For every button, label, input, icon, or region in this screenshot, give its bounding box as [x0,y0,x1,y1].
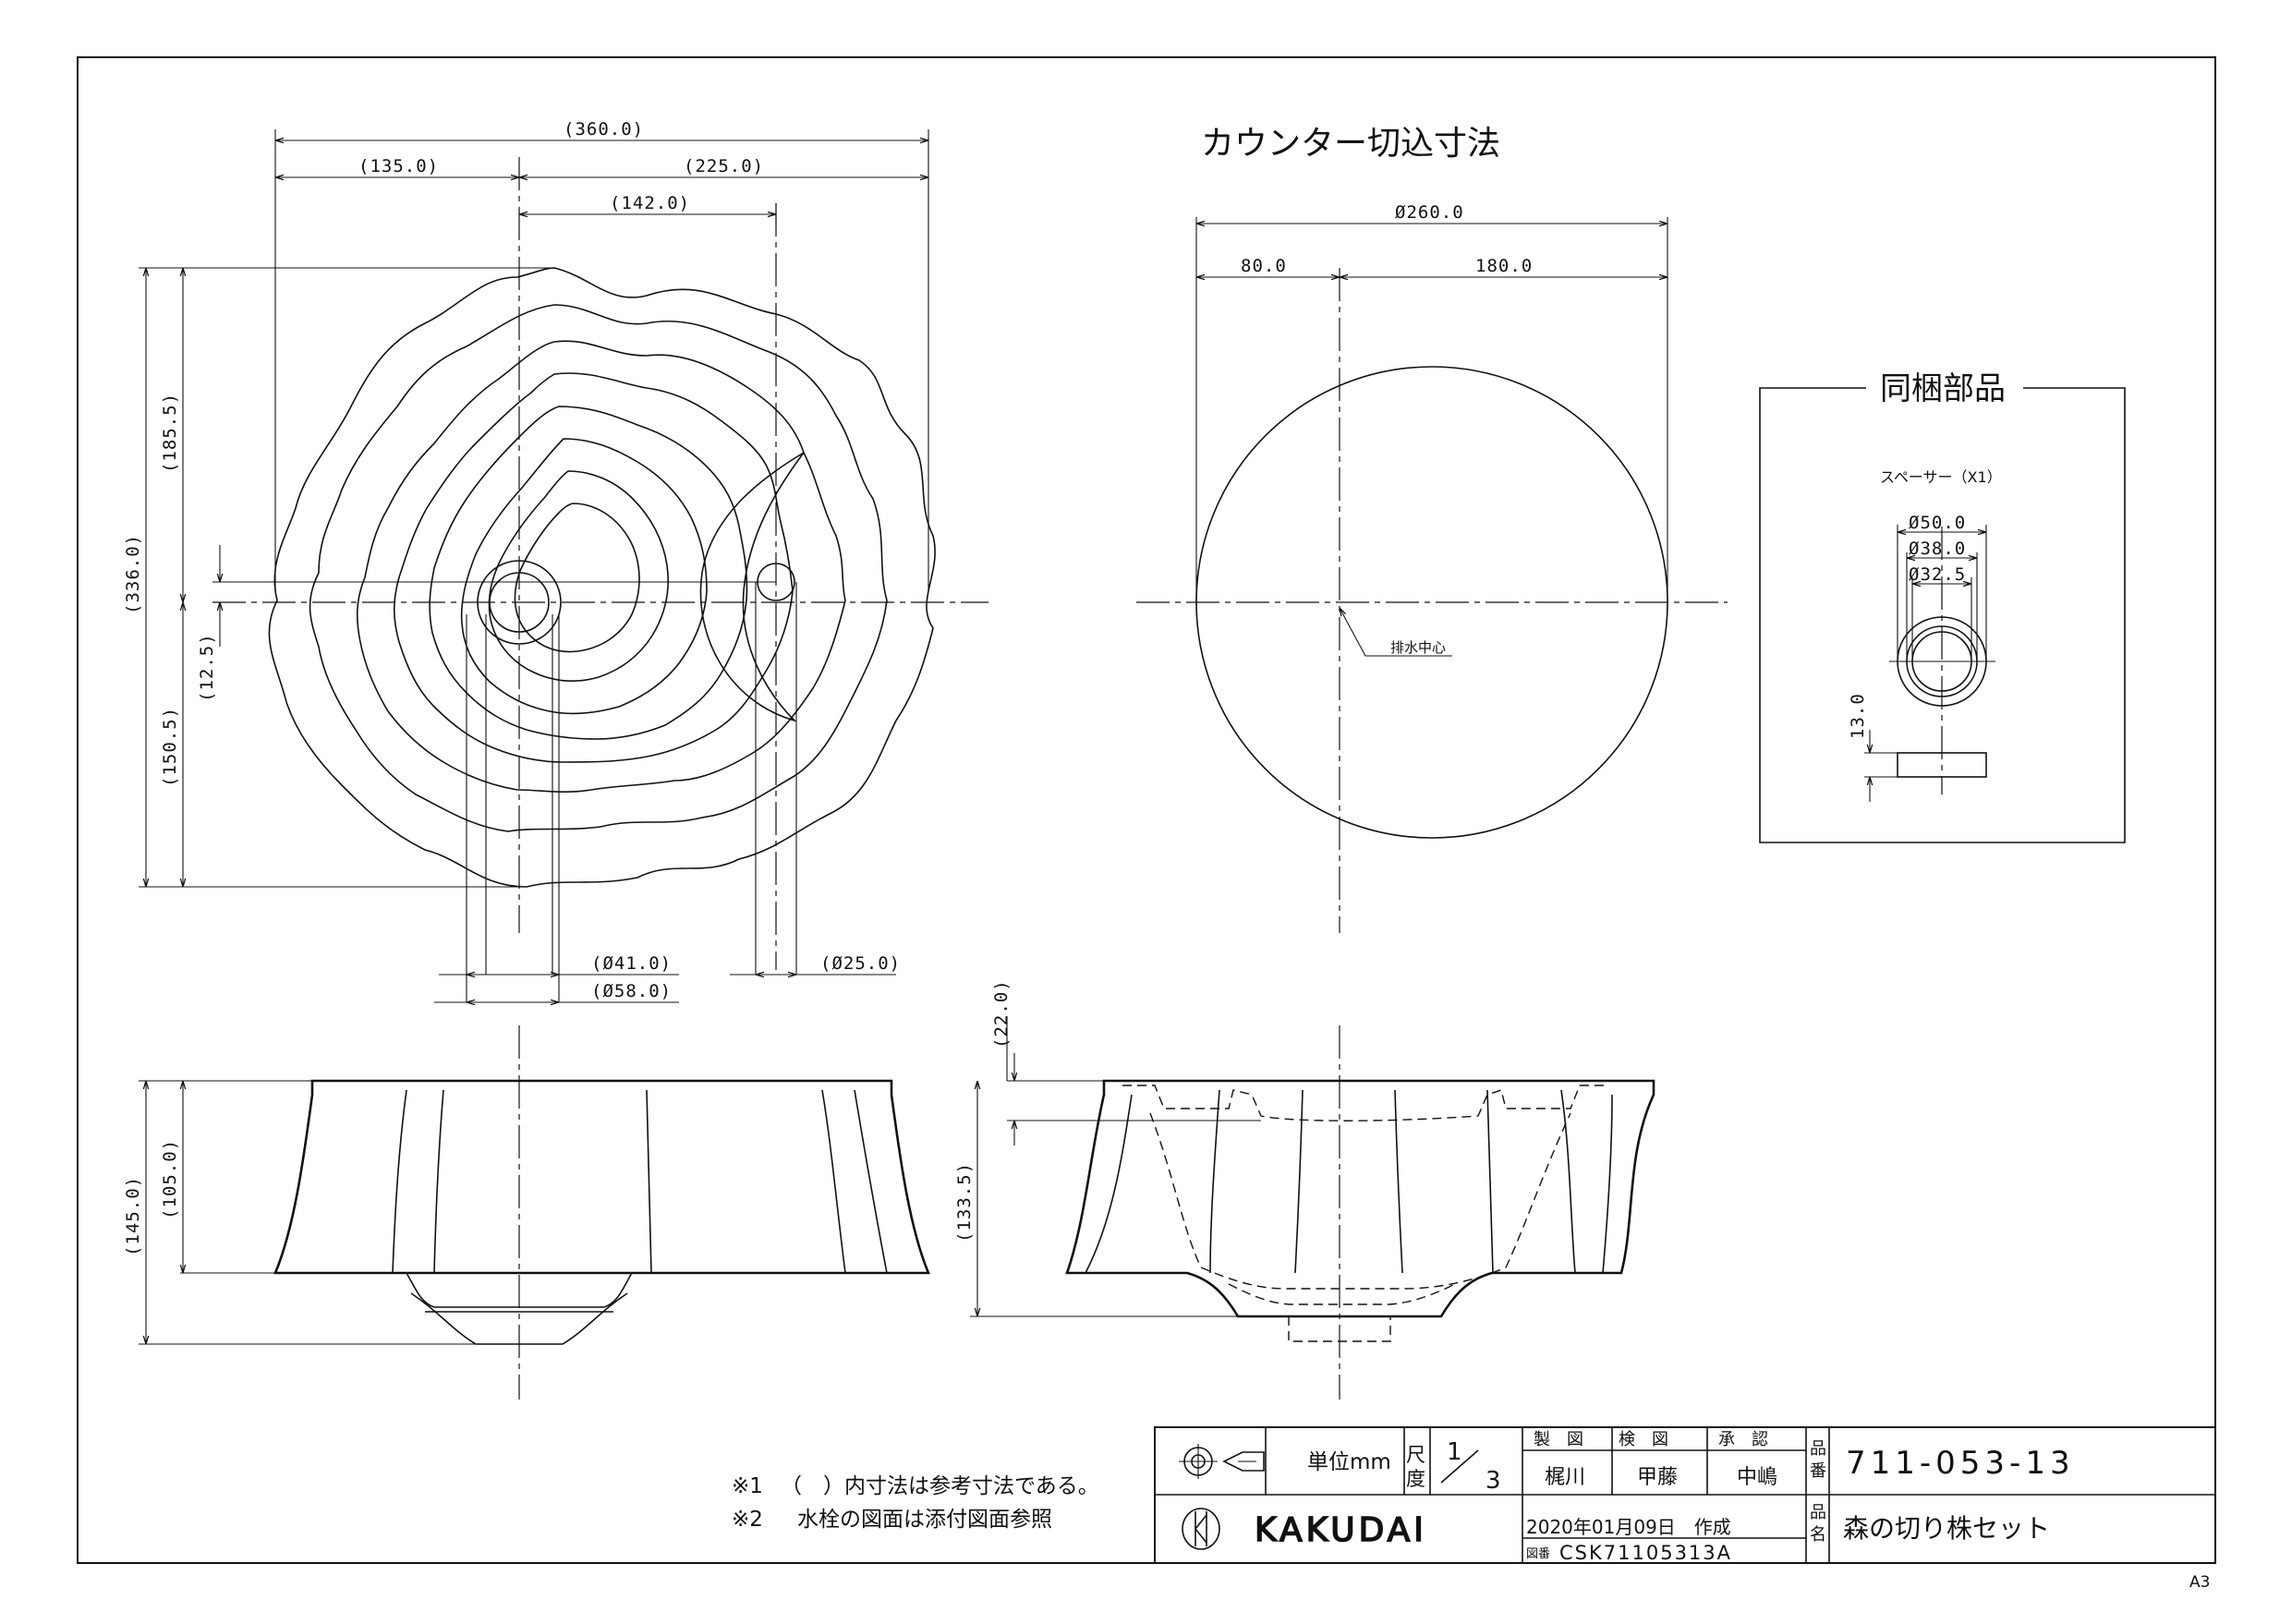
dim-bowl-height: (105.0) [160,1139,180,1219]
dim-drain-outer: (Ø58.0) [591,981,672,1001]
drain-inner [489,572,550,633]
accessories-box: 同梱部品 スペーサー（X1） Ø50.0 Ø38.0 Ø32.5 13.0 [1759,370,2126,843]
name-label: 品名 [1810,1503,1826,1545]
role-checker: 検 図 [1619,1430,1668,1449]
dim-cutout-right: 180.0 [1475,256,1533,276]
person-approver: 中嶋 [1737,1466,1777,1489]
dim-cutout-left: 80.0 [1241,256,1287,276]
part-no: 711-053-13 [1846,1445,2075,1482]
basin-outline [268,267,936,888]
title-block: 単位mm 尺度 1 3 製 図 検 図 承 認 梶川 甲藤 中嶋 品番 711-… [1154,1426,2216,1564]
dim-inner-depth: (133.5) [954,1162,975,1242]
sheet-border [77,56,2216,1564]
dim-spacer-thickness: 13.0 [1848,693,1868,739]
dim-overall-width: (360.0) [564,119,644,139]
dim-cutout-diameter: Ø260.0 [1395,202,1464,223]
section-outline [1065,1079,1655,1318]
brand-name: KAKUDAI [1255,1511,1427,1549]
cutout-title: カウンター切込寸法 [1201,125,1500,163]
cutout-view: カウンター切込寸法 Ø260.0 80.0 180.0 排水中心 [1136,125,1728,933]
drain-center-label: 排水中心 [1390,639,1446,656]
accessories-title: 同梱部品 [1880,370,2006,407]
drain-outer [477,560,562,645]
role-drafter: 製 図 [1534,1430,1583,1449]
spacer-label: スペーサー（X1） [1880,468,2002,486]
scale-denominator: 3 [1486,1467,1501,1495]
dim-spacer-inner: Ø32.5 [1909,564,1966,585]
note-1: （ ）内寸法は参考寸法である。 [781,1474,1099,1498]
dim-offset: (12.5) [197,633,217,702]
projection-symbol-icon [1179,1444,1265,1479]
role-approver: 承 認 [1718,1430,1768,1449]
note-1-mark: ※1 [732,1474,763,1498]
dim-lower-depth: (150.5) [160,707,180,787]
drawing-no: CSK71105313A [1559,1542,1732,1564]
side-outline [273,1079,930,1275]
scale-numerator: 1 [1447,1438,1462,1466]
note-2: 水栓の図面は添付図面参照 [797,1508,1052,1532]
part-no-label: 品番 [1810,1439,1826,1481]
note-2-mark: ※2 [732,1508,763,1532]
dim-drain-inner: (Ø41.0) [591,953,672,974]
notes: ※1 （ ）内寸法は参考寸法である。 ※2 水栓の図面は添付図面参照 [732,1474,1099,1532]
kakudai-logo-icon [1182,1508,1220,1550]
dim-total-height: (145.0) [123,1176,143,1256]
dim-overall-depth: (336.0) [123,534,143,614]
sheet-size-label: A3 [2189,1573,2210,1592]
person-drafter: 梶川 [1545,1466,1585,1489]
dim-upper-depth: (185.5) [160,393,180,473]
dim-rim-depth: (22.0) [991,979,1012,1048]
section-view: (22.0) (133.5) [954,979,1655,1400]
dim-faucet-hole: (Ø25.0) [820,953,901,974]
dim-left-width: (135.0) [358,156,439,176]
top-view: (360.0) (135.0) (225.0) (142.0) (336.0) … [123,119,988,1002]
unit-label: 単位mm [1307,1450,1391,1474]
created-date: 2020年01月09日 作成 [1526,1516,1731,1538]
side-view: (145.0) (105.0) [123,1025,930,1400]
drawing-no-label: 図番 [1526,1547,1550,1561]
dim-spacer-mid: Ø38.0 [1909,539,1966,559]
dim-faucet-offset: (142.0) [610,193,690,213]
person-checker: 甲藤 [1637,1466,1678,1489]
product-name: 森の切り株セット [1843,1513,2050,1544]
dim-right-width: (225.0) [684,156,764,176]
dim-spacer-outer: Ø50.0 [1909,513,1966,533]
scale-label: 尺度 [1406,1444,1425,1490]
